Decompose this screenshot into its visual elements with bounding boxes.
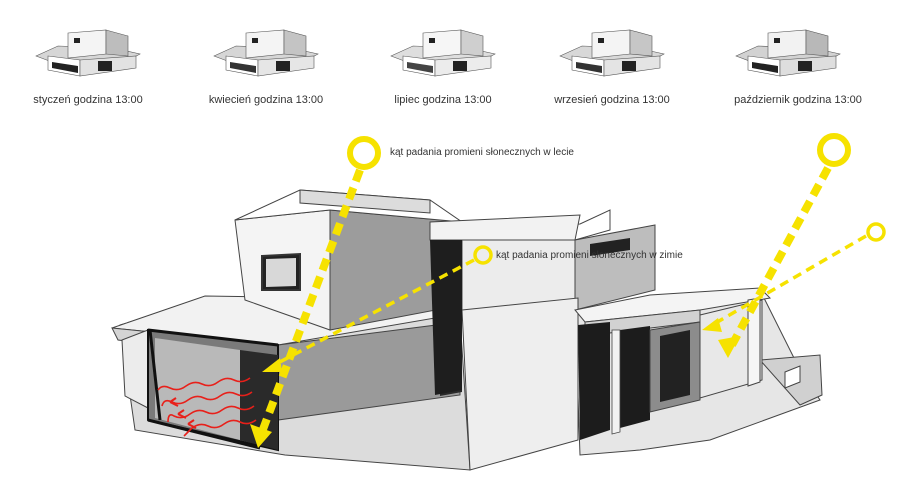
summer-sun-right [718, 133, 851, 358]
winter-sun-left [262, 245, 493, 372]
thumb-caption-july: lipiec godzina 13:00 [394, 94, 492, 106]
upper-volume-left [234, 189, 464, 331]
house-thumbnail-september [559, 29, 665, 77]
thumb-caption-september: wrzesień godzina 13:00 [554, 94, 670, 106]
house-sun-angle-drawing [111, 133, 886, 471]
house-thumbnail-april [213, 29, 319, 77]
house-thumbnail-october [735, 29, 841, 77]
study-thumb-july [383, 18, 503, 88]
label-winter-angle: kąt padania promieni słonecznych w zimie [496, 250, 683, 261]
study-thumb-april [206, 18, 326, 88]
central-volume [429, 209, 656, 471]
summer-sun-left [250, 136, 381, 448]
thumb-caption-october: październik godzina 13:00 [734, 94, 862, 106]
heat-radiation-arrows [157, 377, 257, 437]
right-canopy [574, 287, 772, 440]
winter-sun-right [702, 222, 886, 332]
thumb-caption-january: styczeń godzina 13:00 [33, 94, 143, 106]
study-thumb-september [552, 18, 672, 88]
study-thumb-october [728, 18, 848, 88]
house-thumbnail-january [35, 29, 141, 77]
study-thumb-january [28, 18, 148, 88]
thumb-caption-april: kwiecień godzina 13:00 [208, 94, 324, 106]
glazed-window-frame [147, 328, 279, 452]
label-summer-angle: kąt padania promieni słonecznych w lecie [390, 147, 574, 158]
house-thumbnail-july [390, 29, 496, 77]
